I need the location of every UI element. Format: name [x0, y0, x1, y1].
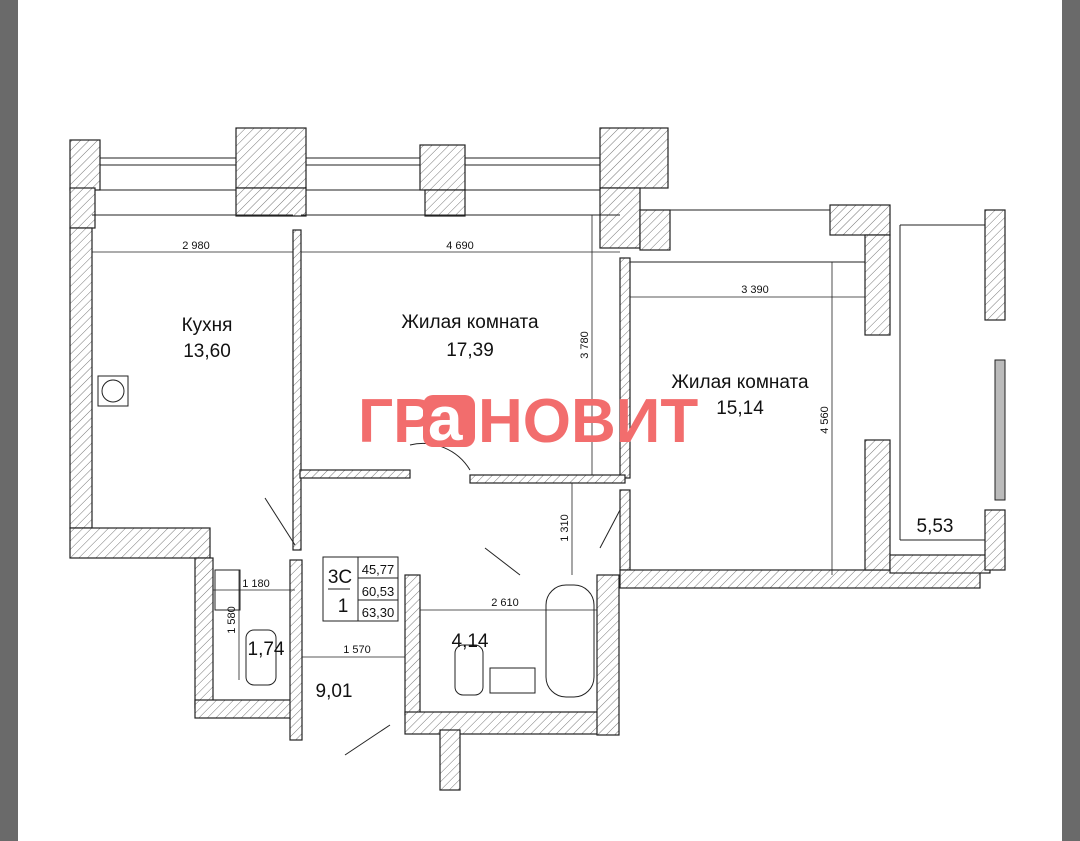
sink-icon [97, 375, 129, 407]
dim-living1-width: 4 690 [446, 240, 474, 252]
bathtub-icon [545, 584, 595, 698]
balcony-area: 5,53 [917, 516, 954, 537]
washbasin-icon-2 [214, 569, 241, 611]
dimension-lines [92, 215, 865, 680]
living2-area: 15,14 [716, 398, 764, 419]
bathroom-area: 4,14 [452, 631, 489, 652]
window-lines [92, 157, 1006, 541]
svg-text:ГР: ГР [358, 387, 435, 456]
toilet-icon-2 [245, 629, 277, 686]
apartment-label-box [322, 556, 399, 622]
svg-text:НОВИТ: НОВИТ [478, 387, 698, 456]
door-swing [409, 442, 471, 471]
dim-hall-depth: 1 310 [559, 514, 571, 542]
apartment-type: 3С [328, 567, 352, 588]
dim-living1-depth: 3 780 [579, 331, 591, 359]
fixtures [97, 375, 621, 756]
kitchen-area: 13,60 [183, 341, 231, 362]
dim-kitchen-width: 2 980 [182, 240, 210, 252]
dim-bathroom-width: 2 610 [491, 597, 519, 609]
door-swing [264, 497, 296, 546]
door-swing [344, 724, 391, 756]
dim-toilet-depth: 1 580 [226, 606, 238, 634]
toilet-area: 1,74 [248, 639, 285, 660]
washbasin-icon [489, 667, 536, 694]
dim-toilet-width: 1 180 [242, 578, 270, 590]
door-swing [484, 547, 521, 576]
total-area-with-balcony: 63,30 [362, 605, 395, 620]
floor-plan-sheet [18, 0, 1062, 841]
door-swing [599, 509, 621, 549]
dim-living2-width: 3 390 [741, 284, 769, 296]
dim-living2-depth: 4 560 [819, 406, 831, 434]
svg-text:а: а [428, 385, 463, 454]
walls [69, 127, 1006, 791]
hall-area: 9,01 [316, 681, 353, 702]
watermark-logo: ГР а НОВИТ [358, 385, 698, 456]
living2-name: Жилая комната [671, 372, 809, 393]
living1-area: 17,39 [446, 340, 494, 361]
kitchen-name: Кухня [182, 315, 233, 336]
living1-name: Жилая комната [401, 312, 539, 333]
toilet-icon [454, 644, 484, 696]
living-area: 45,77 [362, 562, 395, 577]
apartment-rooms: 1 [338, 596, 349, 617]
total-area: 60,53 [362, 584, 395, 599]
dim-hall-width: 1 570 [343, 644, 371, 656]
